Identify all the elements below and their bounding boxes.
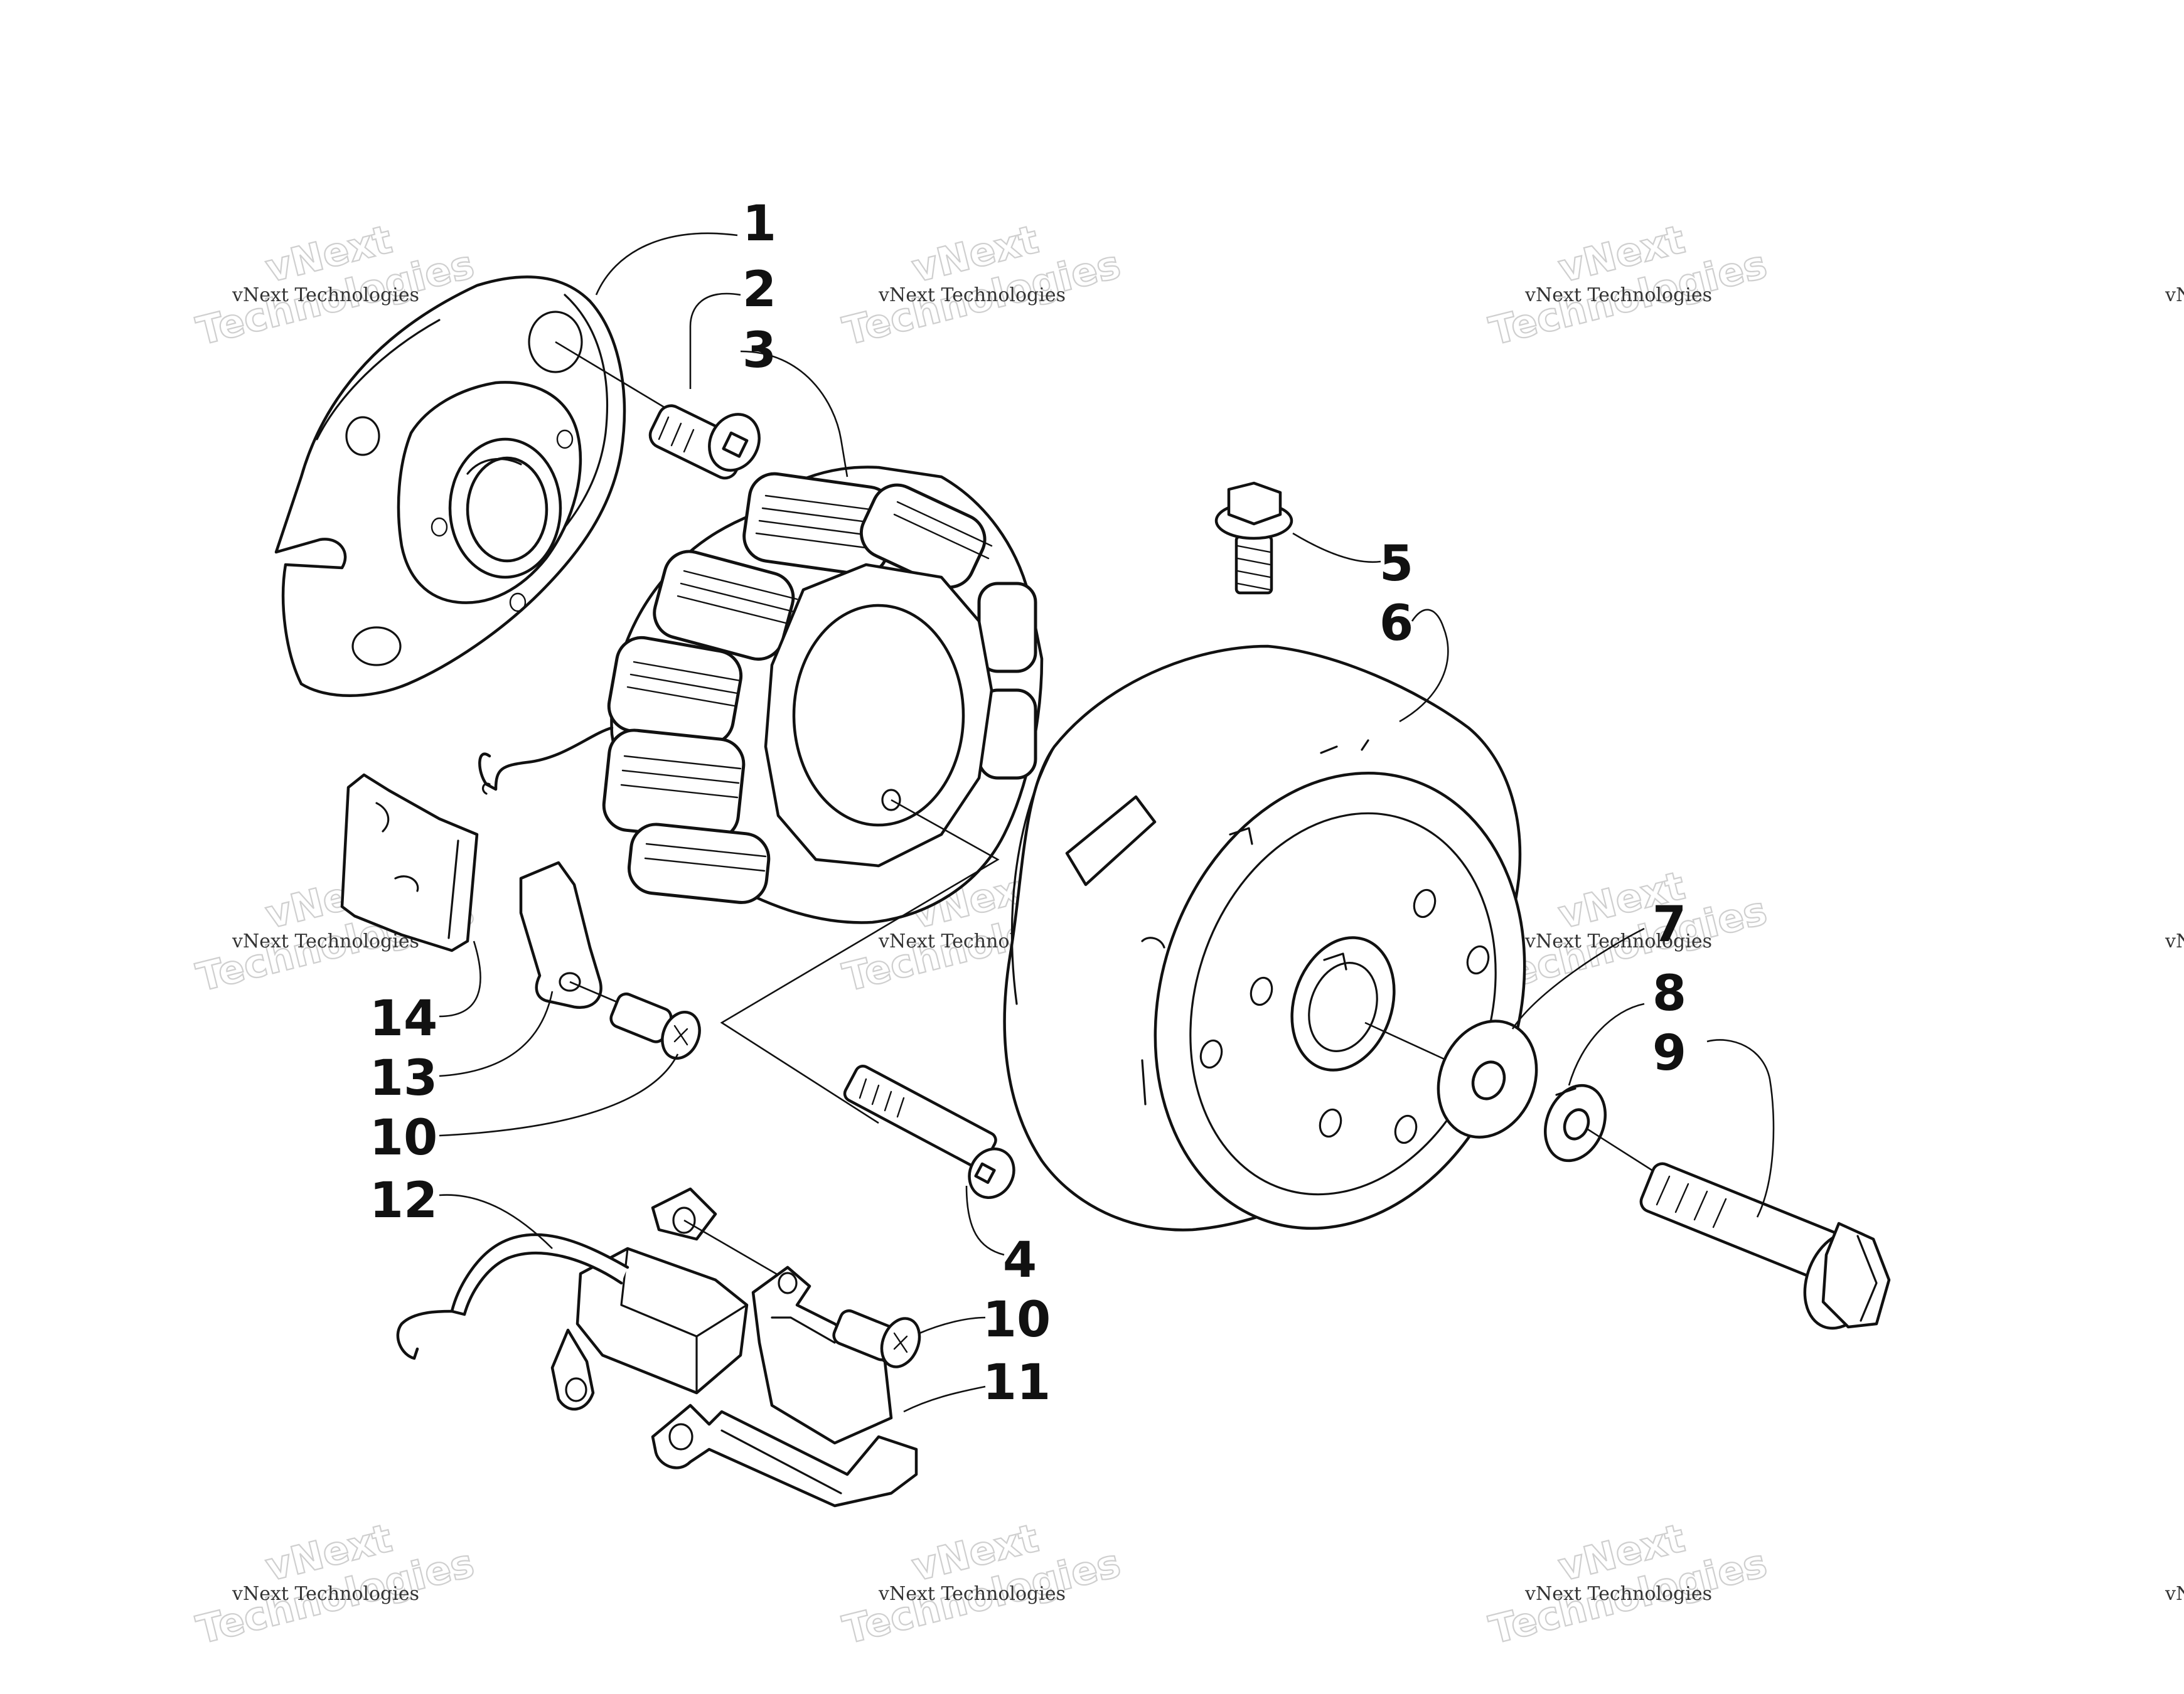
flywheel-6 — [1003, 609, 1526, 1232]
callout-12: 12 — [370, 1173, 438, 1229]
callout-9: 9 — [1652, 1025, 1686, 1082]
callout-10-left: 10 — [370, 1110, 438, 1166]
callout-labels: 1 2 3 4 5 6 7 8 9 10 10 11 12 13 14 — [370, 196, 1686, 1411]
assembly-lines — [720, 799, 1000, 1124]
screw-10-lower — [832, 1309, 986, 1368]
watermark-small: vNext Technologies — [232, 1583, 419, 1605]
cover-pad-14 — [340, 773, 481, 1018]
callout-13: 13 — [370, 1050, 438, 1107]
pulser-coil-12 — [396, 1187, 749, 1411]
watermark-tile: vNext Technologies vNext Technologies — [1484, 861, 1772, 1001]
callout-6: 6 — [1379, 595, 1413, 652]
watermark-small: vNext Technologies — [2165, 930, 2184, 952]
watermark-tile: vNext Technologies vNext Technologies — [1484, 215, 1772, 354]
watermark-small: vNext Technologies — [878, 284, 1066, 306]
callout-4: 4 — [1003, 1232, 1037, 1289]
stator — [478, 466, 1044, 924]
washer-7 — [1364, 927, 1645, 1139]
screw-10-upper — [439, 981, 701, 1137]
callout-7: 7 — [1652, 897, 1686, 953]
callout-3: 3 — [742, 322, 776, 379]
watermark-tile: vNext Technologies vNext Technologies — [1484, 1514, 1772, 1653]
callout-leaders — [595, 232, 848, 477]
watermark-small: vNext Technologies — [1524, 284, 1712, 306]
lock-washer-8 — [1543, 1003, 1645, 1163]
watermark-small: vNext Technologies — [878, 1583, 1066, 1605]
watermark-tile: vNext Technologies vNext Technologies — [838, 1514, 1126, 1653]
watermark-tile-edge: vNext Technologies — [2165, 1583, 2184, 1605]
watermark-tile-edge: vNext Technologies — [2165, 284, 2184, 306]
callout-5: 5 — [1379, 536, 1413, 592]
watermark-tile: vNext Technologies vNext Technologies — [838, 215, 1126, 354]
watermark-small: vNext Technologies — [232, 930, 419, 952]
callout-1: 1 — [742, 196, 776, 252]
callout-11: 11 — [983, 1355, 1051, 1411]
flange-bolt-5 — [1214, 481, 1381, 595]
callout-14: 14 — [370, 991, 438, 1047]
cap-screw-4 — [843, 1064, 1015, 1256]
callout-10-right: 10 — [983, 1292, 1051, 1348]
watermark-tile-edge: vNext Technologies — [2165, 930, 2184, 952]
terminal-lug-13 — [439, 861, 602, 1077]
watermark-small: vNext Technologies — [1524, 1583, 1712, 1605]
screw-2 — [555, 341, 761, 480]
watermark-small: vNext Technologies — [1524, 930, 1712, 952]
stator-plate — [274, 275, 626, 697]
watermark-small: vNext Technologies — [2165, 1583, 2184, 1605]
watermark-small: vNext Technologies — [2165, 284, 2184, 306]
flange-bolt-9 — [1587, 1039, 1891, 1330]
watermark-tile: vNext Technologies vNext Technologies — [191, 1514, 479, 1653]
watermark-small: vNext Technologies — [232, 284, 419, 306]
callout-8: 8 — [1652, 966, 1686, 1022]
bracket-11 — [651, 1219, 986, 1508]
callout-2: 2 — [742, 262, 776, 318]
